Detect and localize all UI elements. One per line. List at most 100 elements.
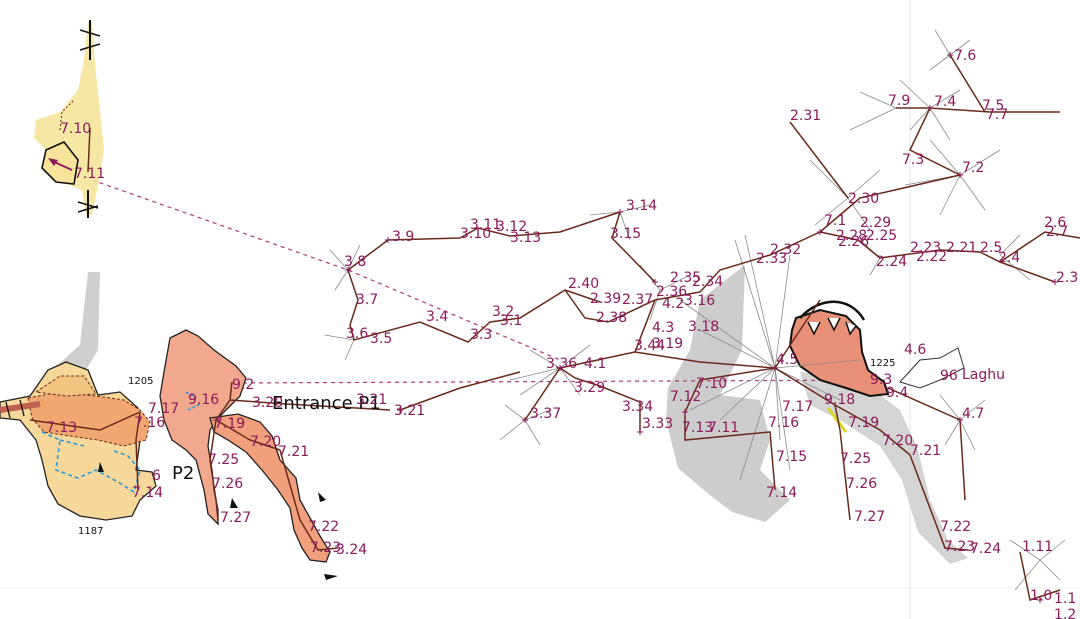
station-label[interactable]: 4.6 (904, 342, 926, 358)
station-label[interactable]: 2.29 (860, 215, 891, 231)
station-label[interactable]: 3.2 (492, 304, 514, 320)
station-label[interactable]: 2.38 (596, 310, 627, 326)
station-label[interactable]: 7.19 (214, 416, 245, 432)
station-label[interactable]: 3.18 (688, 319, 719, 335)
station-label[interactable]: 3.13 (510, 230, 541, 246)
station-label[interactable]: 7.11 (74, 166, 105, 182)
station-label[interactable]: 2.25 (866, 228, 897, 244)
station-label[interactable]: 1.11 (1022, 539, 1053, 555)
station-label[interactable]: 7.21 (910, 443, 941, 459)
station-label[interactable]: 7.2 (962, 160, 984, 176)
station-label[interactable]: 2.7 (1046, 224, 1068, 240)
station-label[interactable]: 7.20 (250, 434, 281, 450)
station-label[interactable]: 3.36 (546, 356, 577, 372)
station-label[interactable]: 7.4 (934, 94, 956, 110)
laghu-chamber[interactable] (788, 300, 965, 433)
upper-left-passage[interactable] (34, 20, 104, 218)
station-label[interactable]: 2.30 (848, 191, 879, 207)
station-label[interactable]: 7.26 (212, 476, 243, 492)
station-label[interactable]: 2.6 (1044, 215, 1066, 231)
station-label[interactable]: 7.14 (766, 485, 797, 501)
station-label[interactable]: 3.12 (496, 219, 527, 235)
station-label[interactable]: 3.11 (470, 217, 501, 233)
station-label[interactable]: 7.24 (970, 541, 1001, 557)
station-label[interactable]: 1.0 (1030, 588, 1052, 604)
station-label[interactable]: 4.7 (962, 406, 984, 422)
station-label[interactable]: 4.5 (776, 352, 798, 368)
station-label[interactable]: 2.31 (790, 108, 821, 124)
station-label[interactable]: 7.21 (278, 444, 309, 460)
station-label[interactable]: 3.33 (642, 416, 673, 432)
station-label[interactable]: 3.21 (356, 392, 387, 408)
station-label[interactable]: 2.40 (568, 276, 599, 292)
station-label[interactable]: 7.9 (888, 93, 910, 109)
station-label[interactable]: 3.14 (626, 198, 657, 214)
station-label[interactable]: 3.37 (530, 406, 561, 422)
station-label[interactable]: 7.26 (846, 476, 877, 492)
station-label[interactable]: 2.37 (622, 292, 653, 308)
station-label[interactable]: 2.36 (656, 284, 687, 300)
station-label[interactable]: 7.1 (824, 213, 846, 229)
station-label[interactable]: 2.5 (980, 240, 1002, 256)
station-label[interactable]: 9.16 (188, 392, 219, 408)
station-label[interactable]: 7.3 (902, 152, 924, 168)
station-label[interactable]: 3.1 (500, 313, 522, 329)
station-label[interactable]: 7.17 (782, 399, 813, 415)
station-label[interactable]: 7.25 (840, 451, 871, 467)
station-label[interactable]: 2.26 (838, 234, 869, 250)
station-label[interactable]: 1.2 (1054, 607, 1076, 619)
station-label[interactable]: 3.3 (470, 327, 492, 343)
station-label[interactable]: 7.13 (682, 420, 713, 436)
station-label[interactable]: 7.13 (46, 420, 77, 436)
station-label[interactable]: 7.5 (982, 98, 1004, 114)
station-label[interactable]: 7.17 (148, 401, 179, 417)
station-label[interactable]: 7.10 (60, 121, 91, 137)
station-label[interactable]: 2.28 (836, 228, 867, 244)
station-label[interactable]: 7.15 (776, 449, 807, 465)
station-label[interactable]: 3.20 (252, 395, 283, 411)
station-label[interactable]: 3.21 (394, 403, 425, 419)
station-label[interactable]: 3.24 (336, 542, 367, 558)
station-label[interactable]: 9.18 (824, 392, 855, 408)
station-label[interactable]: 3.8 (344, 254, 366, 270)
station-label[interactable]: 3.10 (460, 226, 491, 242)
station-label[interactable]: 7.11 (708, 420, 739, 436)
station-label[interactable]: 3.44 (634, 338, 665, 354)
station-label[interactable]: 3.29 (574, 380, 605, 396)
station-label[interactable]: 2.21 (946, 240, 977, 256)
station-label[interactable]: 7.27 (854, 509, 885, 525)
station-label[interactable]: 3.5 (370, 331, 392, 347)
station-label[interactable]: 7.10 (696, 376, 727, 392)
station-label[interactable]: 3.7 (356, 292, 378, 308)
station-label[interactable]: 2.3 (1056, 270, 1078, 286)
station-label[interactable]: 2.24 (876, 254, 907, 270)
station-label[interactable]: 7.25 (208, 452, 239, 468)
station-label[interactable]: 3.6 (346, 326, 368, 342)
station-label[interactable]: 2.4 (998, 250, 1020, 266)
station-label[interactable]: 2.39 (590, 291, 621, 307)
station-label[interactable]: 3.15 (610, 226, 641, 242)
station-label[interactable]: 4.2 (662, 296, 684, 312)
entrance-p2-passage[interactable] (0, 361, 157, 521)
station-label[interactable]: 2.22 (916, 249, 947, 265)
station-label[interactable]: 7.19 (848, 415, 879, 431)
station-label[interactable]: 2.32 (770, 242, 801, 258)
station-label[interactable]: 7.22 (308, 519, 339, 535)
station-label[interactable]: 7.23 (944, 539, 975, 555)
station-label[interactable]: 2.23 (910, 240, 941, 256)
station-label[interactable]: 7.14 (132, 485, 163, 501)
station-label[interactable]: 9.2 (232, 377, 254, 393)
station-label[interactable]: 3.4 (426, 309, 448, 325)
station-label[interactable]: 96 (940, 368, 958, 384)
station-label[interactable]: 2.33 (756, 251, 787, 267)
station-label[interactable]: 4.1 (584, 356, 606, 372)
station-label[interactable]: 2.34 (692, 274, 723, 290)
station-label[interactable]: 3.9 (392, 229, 414, 245)
station-label[interactable]: 1.1 (1054, 591, 1076, 607)
station-label[interactable]: 3.16 (684, 293, 715, 309)
station-label[interactable]: 7.22 (940, 519, 971, 535)
station-label[interactable]: 4.3 (652, 320, 674, 336)
station-label[interactable]: 7.6 (954, 48, 976, 64)
station-label[interactable]: 9.4 (886, 385, 908, 401)
